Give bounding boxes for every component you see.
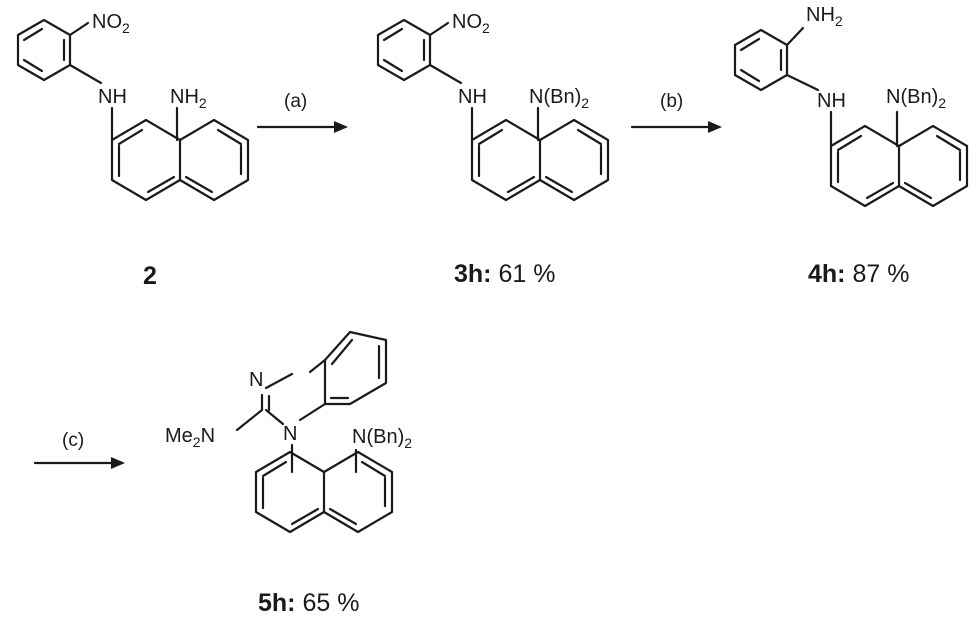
nitro-group-label: NO2: [452, 11, 490, 36]
nitro-group-label: NO2: [92, 11, 130, 36]
compound-3h: NO2 NH N(Bn)2 3h: 61 %: [376, 11, 610, 288]
imidazole-nitrogen-label: N: [249, 369, 263, 391]
condition-b-label: (b): [660, 91, 683, 112]
dimethylamino-label: Me2N: [165, 425, 215, 450]
amine-nh-label: NH: [817, 90, 846, 112]
dibenzylamino-label: N(Bn)2: [352, 426, 412, 451]
compound-4h-label: 4h: 87 %: [808, 260, 909, 288]
imidazole-n1-label: N: [283, 423, 297, 445]
reaction-arrow-c: (c): [33, 430, 125, 469]
compound-4h: NH2 NH N(Bn)2 4h: 87 %: [733, 4, 969, 288]
compound-2-label: 2: [143, 262, 157, 290]
reaction-arrow-b: (b): [630, 91, 722, 133]
condition-a-label: (a): [284, 91, 307, 112]
reaction-arrow-a: (a): [256, 91, 348, 133]
dibenzylamino-label: N(Bn)2: [529, 86, 589, 111]
amino-group-label: NH2: [806, 4, 843, 29]
compound-5h-label: 5h: 65 %: [258, 589, 359, 617]
dibenzylamino-label: N(Bn)2: [886, 86, 946, 111]
amine-nh-label: NH: [98, 86, 127, 108]
condition-c-label: (c): [62, 430, 84, 451]
compound-2: NO2 NH NH2 2: [16, 11, 250, 290]
amino-group-label: NH2: [170, 86, 207, 111]
compound-3h-label: 3h: 61 %: [454, 260, 555, 288]
compound-5h: N N Me2N N(Bn)2 5h: 65 %: [165, 330, 412, 617]
amine-nh-label: NH: [458, 86, 487, 108]
